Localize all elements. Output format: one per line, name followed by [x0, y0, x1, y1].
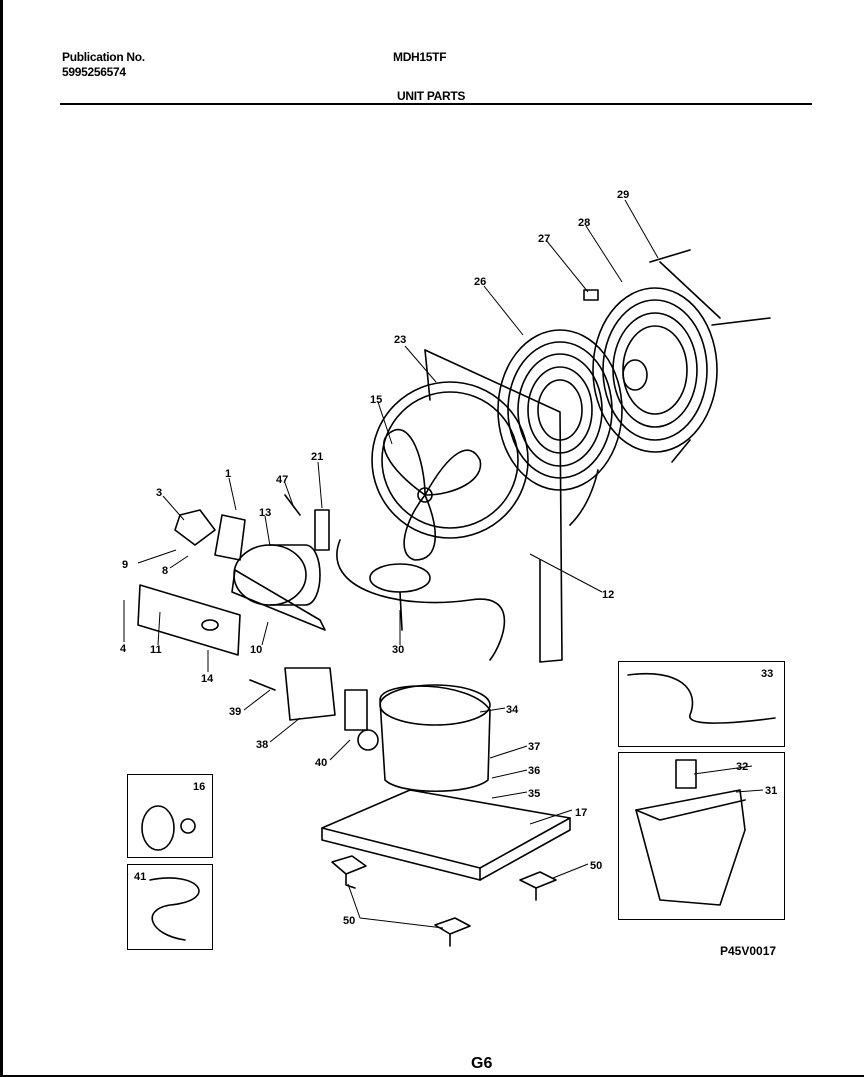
motor-shaft	[399, 591, 403, 631]
solenoid-40	[344, 689, 368, 731]
fan-blade	[383, 429, 482, 561]
fan-motor	[231, 544, 326, 631]
callout-14: 14	[201, 673, 214, 685]
callout-10: 10	[250, 644, 262, 656]
clamp-ring	[141, 805, 175, 851]
page-number: G6	[471, 1055, 493, 1072]
callout-8: 8	[162, 565, 168, 577]
clip-27	[583, 289, 599, 301]
callout-28: 28	[578, 217, 590, 229]
callout-39: 39	[229, 706, 241, 718]
capacitor	[314, 509, 330, 551]
header-rule	[60, 103, 812, 105]
callout-26: 26	[474, 276, 486, 288]
callout-47: 47	[276, 474, 288, 486]
inset-box-harness	[618, 661, 785, 747]
switch-3	[174, 509, 216, 546]
callout-9: 9	[122, 559, 128, 571]
callout-12: 12	[602, 589, 614, 601]
compressor	[379, 684, 491, 792]
control-bracket	[137, 584, 241, 656]
callout-32: 32	[736, 761, 748, 773]
callout-1: 1	[225, 468, 231, 480]
callout-17: 17	[575, 807, 587, 819]
callout-27: 27	[538, 233, 550, 245]
wiring	[336, 539, 506, 661]
callout-4: 4	[120, 643, 127, 655]
power-cord	[149, 877, 200, 941]
lever-39	[249, 679, 276, 691]
callout-50-left: 50	[343, 915, 355, 927]
condenser-coil	[592, 261, 771, 463]
fan-shroud	[371, 349, 563, 663]
callout-labels: 29 28 27 26 23 15 12 21 47 1 3 13 9 8 4 …	[120, 189, 777, 927]
callout-31: 31	[765, 785, 777, 797]
callout-36: 36	[528, 765, 540, 777]
callout-38: 38	[256, 739, 268, 751]
water-bucket	[635, 759, 746, 906]
inset-box-bucket	[618, 752, 785, 920]
callout-15: 15	[370, 394, 382, 406]
section-title: UNIT PARTS	[397, 89, 466, 103]
callout-35: 35	[528, 788, 540, 800]
publication-label: Publication No.	[62, 50, 145, 64]
callout-29: 29	[617, 189, 629, 201]
inset-box-clamp	[127, 774, 213, 858]
callout-40: 40	[315, 757, 327, 769]
drawing-code: P45V0017	[720, 944, 777, 958]
callout-11: 11	[150, 644, 162, 656]
callout-16: 16	[193, 781, 205, 793]
callout-13: 13	[259, 507, 271, 519]
float-switch-bracket	[284, 667, 336, 721]
callout-30: 30	[392, 644, 404, 656]
clamp-screw	[180, 818, 196, 834]
bucket-handle	[675, 759, 697, 789]
model-number: MDH15TF	[393, 50, 447, 64]
callout-3: 3	[156, 487, 162, 499]
callout-37: 37	[528, 741, 540, 753]
callout-50-right: 50	[590, 860, 602, 872]
leveling-feet	[331, 855, 557, 947]
leader-lines	[123, 199, 764, 929]
base-plate	[321, 789, 571, 869]
callout-41: 41	[134, 871, 146, 883]
inset-box-power-cord	[127, 864, 213, 950]
switch-1	[214, 514, 246, 561]
callout-33: 33	[761, 668, 773, 680]
callout-23: 23	[394, 334, 406, 346]
publication-number: 5995256574	[62, 65, 126, 79]
callout-21: 21	[311, 451, 323, 463]
motor-mount-ring	[369, 563, 431, 593]
wire-harness	[627, 672, 776, 724]
sensor-rod	[649, 249, 691, 263]
callout-34: 34	[506, 704, 519, 716]
